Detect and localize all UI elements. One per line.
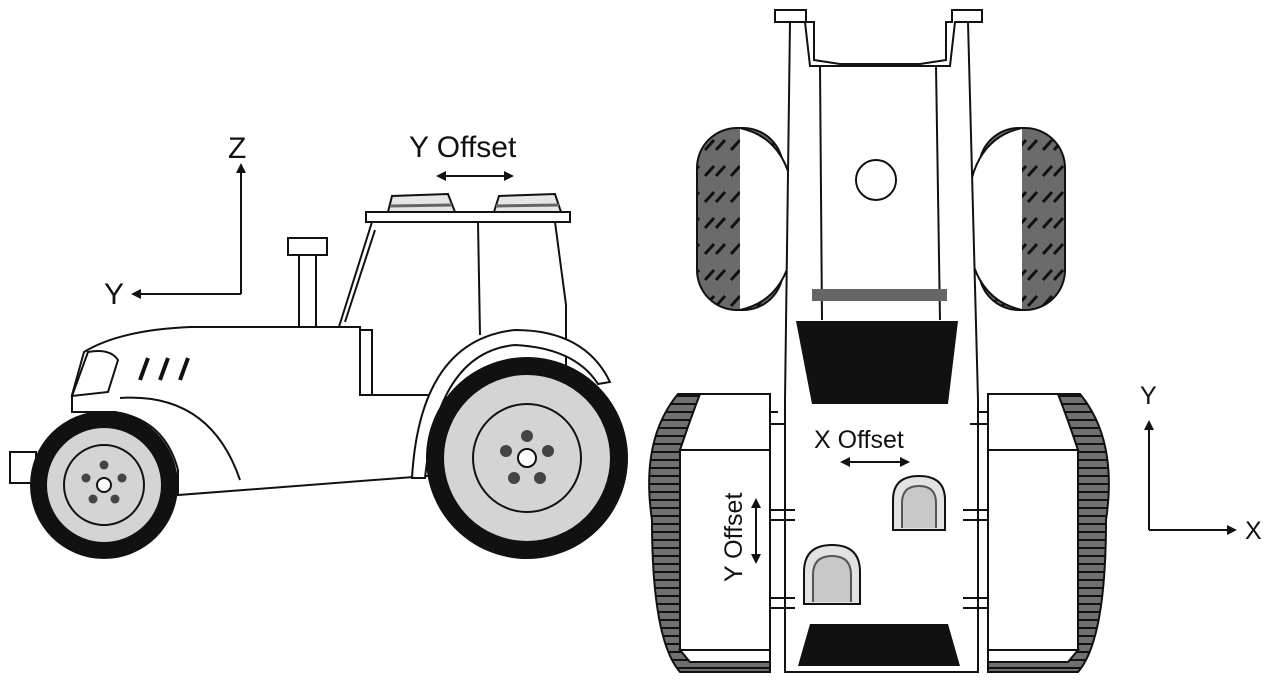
cab-roof xyxy=(365,211,571,223)
top-axes: Y X xyxy=(1140,382,1262,545)
rear-window xyxy=(798,624,960,666)
front-grille xyxy=(70,350,120,398)
cab-front-band xyxy=(812,289,947,301)
front-right-wheel-top xyxy=(960,127,1066,311)
top-x-offset-label: X Offset xyxy=(814,426,904,454)
gnss-receiver-top-left xyxy=(803,543,861,605)
side-offset: Y Offset xyxy=(409,131,517,181)
top-axis-y-label: Y xyxy=(1140,382,1157,410)
rear-right-track xyxy=(963,393,1110,673)
front-wheel xyxy=(30,411,178,559)
gnss-receiver-rear xyxy=(492,192,563,213)
side-axis-z-label: Z xyxy=(228,132,246,165)
gnss-receiver-front xyxy=(386,192,457,213)
rear-fender xyxy=(410,328,612,479)
rear-left-track xyxy=(648,393,795,673)
top-y-offset-label: Y Offset xyxy=(720,493,748,582)
side-y-offset-label: Y Offset xyxy=(409,131,517,164)
top-view-tractor xyxy=(648,9,1110,673)
gnss-receiver-top-right xyxy=(892,474,946,531)
top-offsets: X Offset Y Offset xyxy=(720,426,910,582)
side-axis-y-label: Y xyxy=(104,278,124,311)
windshield xyxy=(796,321,958,404)
exhaust-cap xyxy=(287,237,328,256)
front-left-wheel-top xyxy=(696,127,797,311)
top-axis-x-label: X xyxy=(1245,517,1262,545)
hood-cap xyxy=(855,159,897,201)
side-view-tractor xyxy=(9,192,628,559)
exhaust-stack xyxy=(298,253,317,331)
rear-wheel xyxy=(426,357,628,559)
side-axes: Z Y xyxy=(104,132,246,311)
